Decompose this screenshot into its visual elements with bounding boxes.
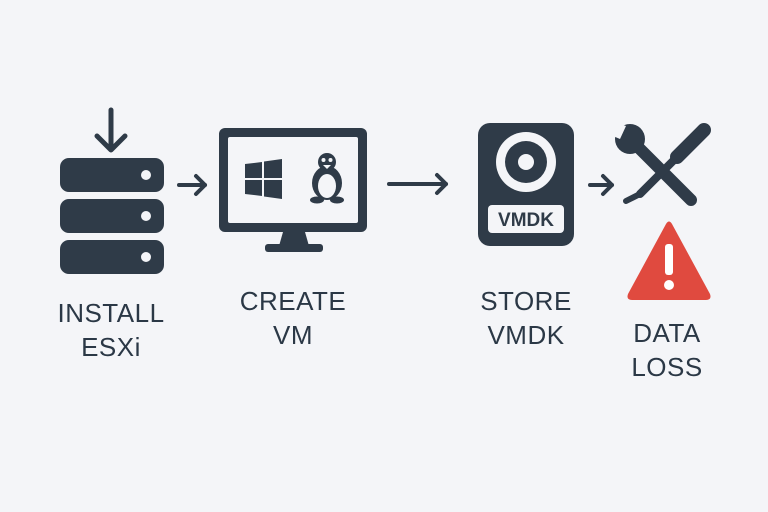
flow-arrow-2: [387, 173, 448, 195]
flow-arrow-1: [177, 174, 207, 196]
step-label-line: VMDK: [487, 320, 565, 350]
step-label-install-esxi: INSTALL ESXi: [52, 296, 170, 364]
step-label-line: STORE: [480, 286, 572, 316]
step-label-line: ESXi: [81, 332, 141, 362]
vmdk-disk-icon: VMDK: [478, 123, 574, 246]
step-label-data-loss: DATA LOSS: [608, 316, 726, 384]
step-label-line: DATA: [633, 318, 701, 348]
step-label-line: VM: [273, 320, 313, 350]
warning-icon: [627, 221, 711, 300]
step-label-line: LOSS: [631, 352, 703, 382]
windows-logo-icon: [245, 159, 282, 199]
download-arrow-icon: [94, 107, 128, 153]
step-label-line: INSTALL: [57, 298, 165, 328]
screwdriver-icon: [623, 123, 711, 204]
step-label-create-vm: CREATE VM: [234, 284, 352, 352]
monitor-icon: [219, 128, 367, 252]
flow-arrow-3: [588, 174, 614, 196]
step-label-store-vmdk: STORE VMDK: [467, 284, 585, 352]
tools-icon: [606, 120, 711, 206]
server-icon: [60, 107, 164, 274]
linux-penguin-icon: [310, 153, 344, 204]
vmdk-badge-text: VMDK: [498, 210, 554, 231]
step-label-line: CREATE: [239, 286, 347, 316]
